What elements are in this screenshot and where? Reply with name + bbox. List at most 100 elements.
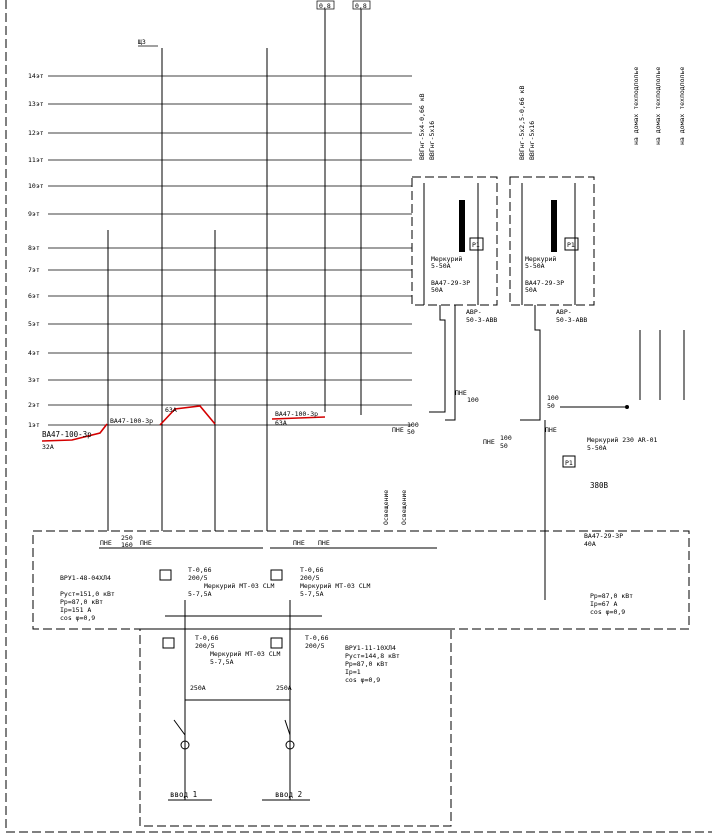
vru2-calc5: Рр=87,0 кВт [345, 660, 388, 668]
ct-left-label-b: 200/5 [188, 574, 208, 582]
feeder-label-r2: на домах техподполье [654, 67, 662, 145]
vru2-calc6: Iр=1 [345, 668, 361, 676]
pne-avr1: ПНЕ [455, 389, 467, 397]
ct-right-label-b: 200/5 [300, 574, 320, 582]
floor-label: 5эт [28, 320, 40, 328]
avr1-feed-b [445, 305, 456, 421]
pne-bus-1-val: 250 [121, 534, 133, 542]
main-breaker-left: 250А [190, 684, 206, 692]
cable-label-a: ВВГнг-5х4-0,66 кВ [418, 93, 426, 160]
pne-avr2-v100: 100 [547, 394, 559, 402]
vru-calc2: Рр=87,0 кВт [60, 598, 103, 606]
vru2-title: ВРУ1-11-10ХЛ4 [345, 644, 396, 652]
pne-right-v50: 50 [500, 442, 508, 450]
top-tap-right-label: 0,8 [355, 2, 367, 10]
pne-avr1-val: 100 [467, 396, 479, 404]
vru-cos: cos φ=0,9 [60, 614, 95, 622]
cable-label-b: ВВГнг-5х2,5-0,66 кВ [518, 86, 526, 160]
red-breaker-right [271, 416, 326, 420]
avr1-ba-val: 50А [431, 286, 443, 294]
floor-label: 8эт [28, 244, 40, 252]
avr2-meter: Меркурий [525, 255, 556, 263]
cable-label-c2: ВВГнг-5х16 [528, 121, 536, 160]
right-breaker: ВА47-29-3Р [584, 532, 623, 540]
floor-label: 12эт [28, 129, 44, 137]
right-calc: Рр=87,0 кВт [590, 592, 633, 600]
cable-label-c: ВВГнг-5х16 [428, 121, 436, 160]
floor-label: 6эт [28, 292, 40, 300]
feeder-label-r1: на домах техподполье [632, 67, 640, 145]
input-ct-right-label: Т-0,66 [305, 634, 329, 642]
floor-label: 13эт [28, 100, 44, 108]
right-cos: cos φ=0,9 [590, 608, 625, 616]
ct-right-meter-b: 5-7,5А [300, 590, 324, 598]
pne-avr2-v50: 50 [547, 402, 555, 410]
avr2-feed [520, 305, 541, 421]
pne-mid-v50: 50 [407, 428, 415, 436]
pne-bus-2: ПНЕ [140, 539, 152, 547]
pne-right-v100: 100 [500, 434, 512, 442]
pne-mid-v100: 100 [407, 421, 419, 429]
vru-title: ВРУ1-48-04ХЛ4 [60, 574, 111, 582]
right-meter-label: Меркурий 230 АR-01 [587, 436, 658, 444]
breaker-mid-rating: 63А [165, 406, 177, 414]
input-ct-left [162, 637, 175, 649]
floor-label: 4эт [28, 349, 40, 357]
floor-label: 14эт [28, 72, 44, 80]
input-ct-left-label-b: 200/5 [195, 642, 215, 650]
right-breaker-val: 40А [584, 540, 596, 548]
breaker-left-label: ВА47-100-3р [42, 430, 92, 439]
vru-calc1: Руст=151,0 кВт [60, 590, 115, 598]
pne-avr2: ПНЕ [545, 426, 557, 434]
avr2-label: АВР- [556, 308, 572, 316]
floor-label: 3эт [28, 376, 40, 384]
ct-left-meter: Меркурий МТ-03 СLМ [204, 582, 275, 590]
floor-label: 9эт [28, 210, 40, 218]
avr2-frame [509, 176, 595, 306]
lighting-label: Освещение [382, 490, 390, 525]
right-meter-box [562, 455, 576, 468]
board-label-sh3: Щ3 [138, 38, 146, 46]
avr-block-1: Р1 Меркурий 5-50А ВА47-29-3Р 50А АВР- 50… [423, 183, 497, 324]
right-meter-p1: Р1 [565, 459, 573, 467]
breaker-mid-label: ВА47-100-3р [110, 417, 153, 425]
input-meter-left: Меркурий МТ-03 СLМ [210, 650, 281, 658]
avr2-label-b: 50-3-АВВ [556, 316, 587, 324]
breaker-right-label: ВА47-100-3р [275, 410, 318, 418]
right-calc2: Iр=67 А [590, 600, 617, 608]
input-ct-right [270, 637, 283, 649]
top-tap-left-label: 0,8 [319, 2, 331, 10]
breaker-left-rating: 32А [42, 443, 54, 451]
ct-right-meter: Меркурий МТ-03 СLМ [300, 582, 371, 590]
lighting-label-2: Освещение [400, 490, 408, 525]
input-1-label: ввод 1 [170, 790, 197, 799]
vru-calc3: Iр=151 А [60, 606, 91, 614]
avr1-p1: Р1 [472, 241, 480, 249]
floor-label: 1эт [28, 421, 40, 429]
input-ct-right-label-b: 200/5 [305, 642, 325, 650]
avr2-meter-val: 5-50А [525, 262, 545, 270]
ct-circle-left [180, 740, 190, 750]
ct-right-label: Т-0,66 [300, 566, 324, 574]
red-breaker-mid [159, 405, 216, 426]
floor-label: 11эт [28, 156, 44, 164]
feeder-label-r3: на домах техподполье [678, 67, 686, 145]
red-breaker-left [41, 423, 108, 442]
right-meter-val: 5-50А [587, 444, 607, 452]
avr-block-2: Р1 Меркурий 5-50А ВА47-29-3Р 50А АВР- 50… [521, 183, 587, 324]
pne-bus-3: ПНЕ [293, 539, 305, 547]
avr1-label: АВР- [466, 308, 482, 316]
floor-rows: 14эт13эт12эт11эт10эт9эт8эт7эт6эт5эт4эт3э… [28, 72, 412, 429]
breaker-right-rating: 63А [275, 419, 287, 427]
pne-bus-1: ПНЕ [100, 539, 112, 547]
pne-bus-1-val2: 160 [121, 541, 133, 549]
avr2-ba-val: 50А [525, 286, 537, 294]
switch-right [284, 719, 291, 736]
floor-label: 7эт [28, 266, 40, 274]
right-voltage: 380В [590, 481, 609, 490]
input-frame [139, 628, 452, 827]
pne-mid: ПНЕ [392, 426, 404, 434]
ct-left-meter-b: 5-7,5А [188, 590, 212, 598]
avr2-p1: Р1 [567, 241, 575, 249]
